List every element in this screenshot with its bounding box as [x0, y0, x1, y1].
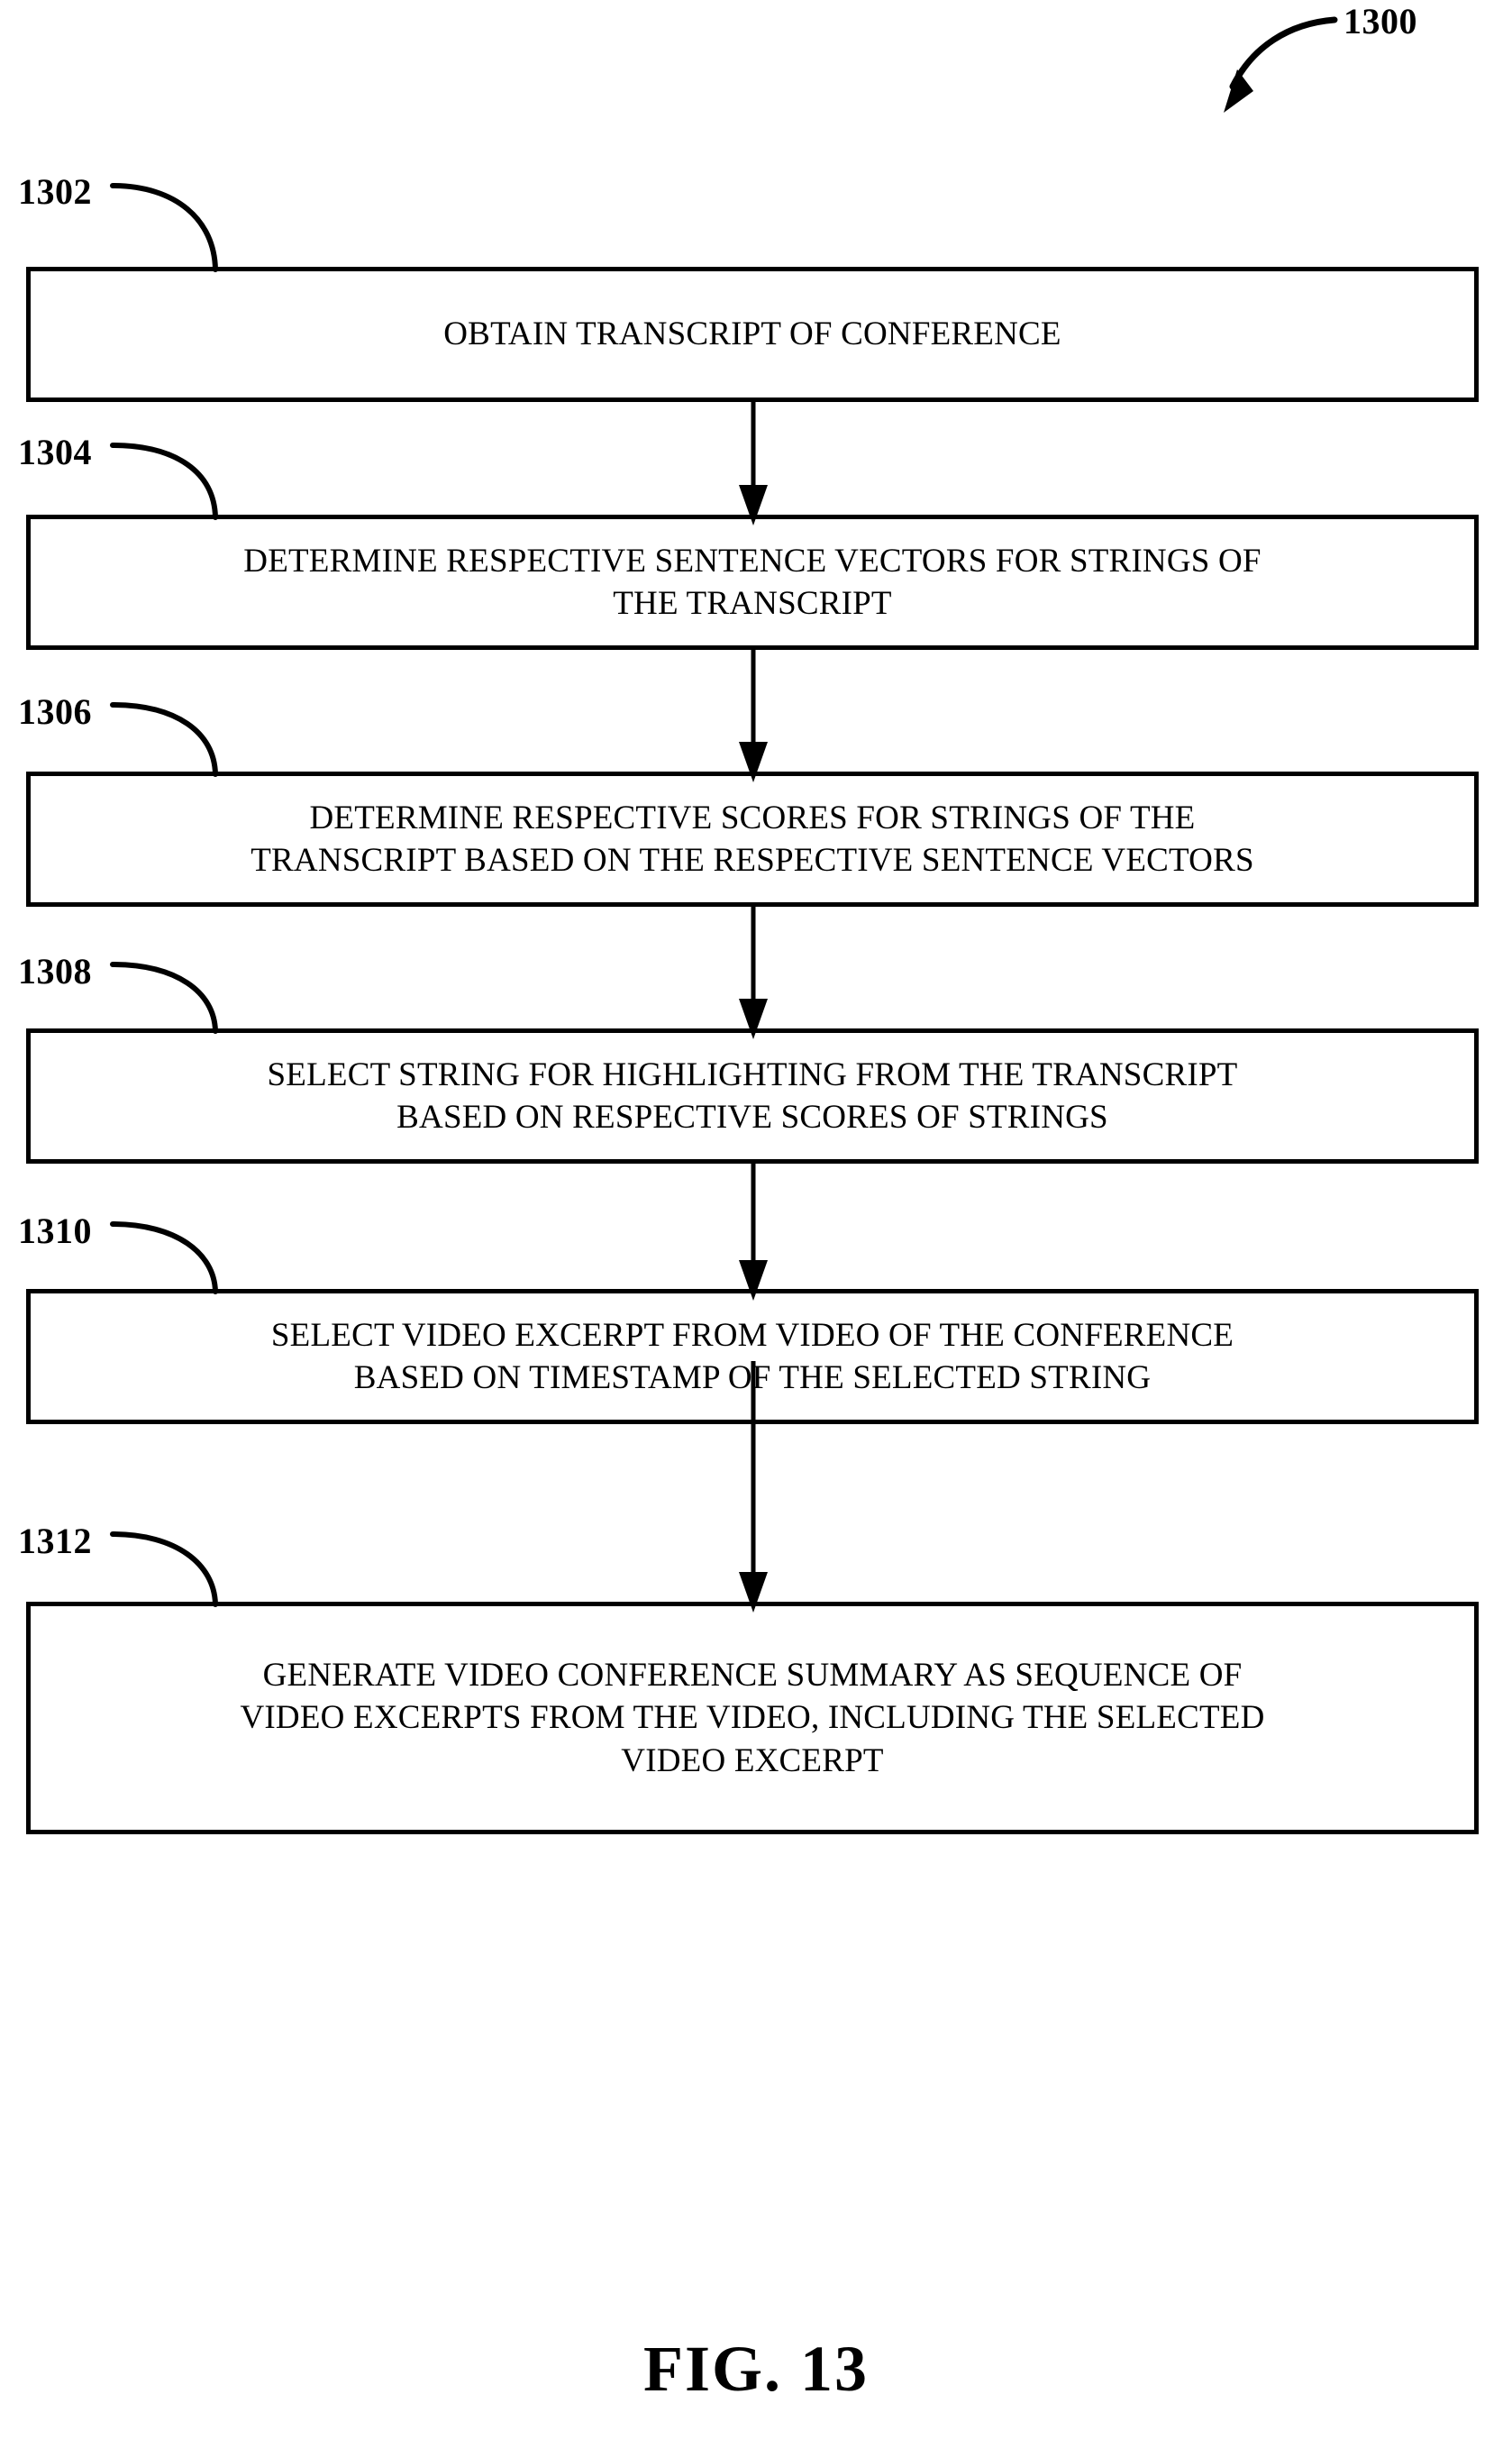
figure-reference-1300: 1300 [1343, 1, 1417, 41]
process-box-1312-label: GENERATE VIDEO CONFERENCE SUMMARY AS SEQ… [240, 1656, 1265, 1779]
process-box-1308-label: SELECT STRING FOR HIGHLIGHTING FROM THE … [267, 1055, 1238, 1136]
process-box-1310[interactable]: SELECT VIDEO EXCERPT FROM VIDEO OF THE C… [26, 1289, 1479, 1424]
leader-line-1310 [110, 1221, 218, 1294]
leader-line-1312 [110, 1531, 218, 1607]
step-reference-1306: 1306 [18, 691, 92, 732]
figure-caption: FIG. 13 [642, 2333, 869, 2405]
process-box-1306[interactable]: DETERMINE RESPECTIVE SCORES FOR STRINGS … [26, 772, 1479, 907]
step-reference-1310: 1310 [18, 1211, 92, 1251]
process-box-1302-label: OBTAIN TRANSCRIPT OF CONFERENCE [443, 315, 1061, 353]
leader-line-1302 [110, 183, 218, 272]
step-reference-1308: 1308 [18, 951, 92, 991]
process-box-1306-label: DETERMINE RESPECTIVE SCORES FOR STRINGS … [250, 799, 1254, 879]
step-reference-1304: 1304 [18, 432, 92, 472]
figure-leader-1300 [1224, 16, 1338, 113]
process-box-1308[interactable]: SELECT STRING FOR HIGHLIGHTING FROM THE … [26, 1028, 1479, 1164]
process-box-1312[interactable]: GENERATE VIDEO CONFERENCE SUMMARY AS SEQ… [26, 1602, 1479, 1834]
leader-line-1308 [110, 962, 218, 1034]
process-box-1304[interactable]: DETERMINE RESPECTIVE SENTENCE VECTORS FO… [26, 515, 1479, 650]
step-reference-1312: 1312 [18, 1521, 92, 1561]
process-box-1302[interactable]: OBTAIN TRANSCRIPT OF CONFERENCE [26, 267, 1479, 402]
step-reference-1302: 1302 [18, 171, 92, 212]
leader-line-1304 [110, 443, 218, 520]
process-box-1304-label: DETERMINE RESPECTIVE SENTENCE VECTORS FO… [243, 542, 1262, 622]
leader-line-1306 [110, 702, 218, 777]
process-box-1310-label: SELECT VIDEO EXCERPT FROM VIDEO OF THE C… [270, 1316, 1234, 1396]
